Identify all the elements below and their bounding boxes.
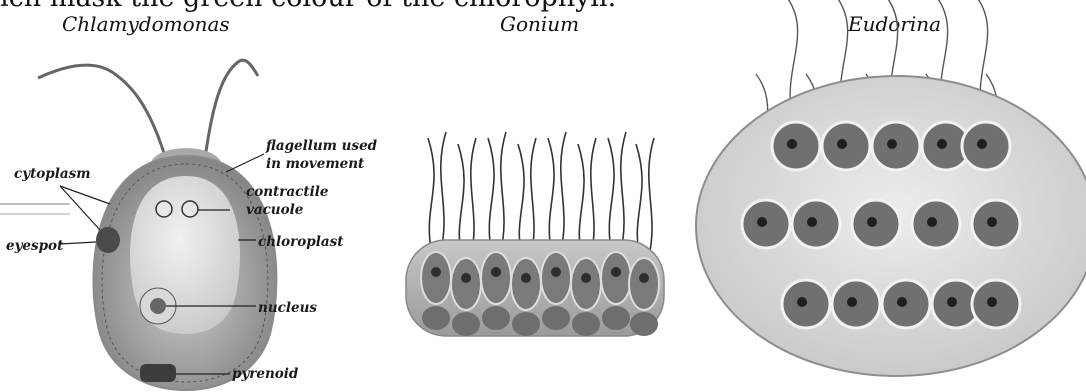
gonium-cell-nucleus [611, 267, 621, 277]
gonium-lower-cell [482, 306, 510, 330]
gonium-flagellum [648, 138, 654, 260]
eudorina-cell-nucleus [837, 139, 847, 149]
gonium-cell-nucleus [431, 267, 441, 277]
eudorina-cell-nucleus [927, 217, 937, 227]
pyrenoid [140, 364, 176, 382]
label-cytoplasm: cytoplasm [14, 166, 91, 182]
eyespot [96, 227, 120, 253]
eudorina-diagram [686, 46, 1086, 392]
gonium-flagellum [620, 132, 626, 254]
gonium-cell [629, 258, 659, 310]
gonium-flagellum [440, 132, 446, 254]
gonium-lower-cell [422, 306, 450, 330]
gonium-lower-cell [572, 312, 600, 336]
eudorina-cell-nucleus [787, 139, 797, 149]
gonium-cell-nucleus [581, 273, 591, 283]
gonium-flagellum [500, 132, 506, 254]
label-nucleus: nucleus [258, 300, 317, 316]
gonium-lower-cell [542, 306, 570, 330]
gonium-flagellum [488, 138, 494, 254]
gonium-flagellum [560, 132, 566, 254]
contractile-vacuole-right [182, 201, 198, 217]
gonium-cell-nucleus [639, 273, 649, 283]
chlamydomonas-diagram: flagellum used in movement cytoplasm con… [0, 44, 375, 392]
gonium-cell-nucleus [521, 273, 531, 283]
gonium-cell [601, 252, 631, 304]
eudorina-cell-nucleus [807, 217, 817, 227]
eudorina-cell-nucleus [977, 139, 987, 149]
eudorina-cell-nucleus [937, 139, 947, 149]
label-contractile-line1: contractile [246, 184, 329, 200]
label-flagellum-line1: flagellum used [265, 138, 378, 154]
gonium-lower-cell [630, 312, 658, 336]
caption-eudorina: Eudorina [848, 12, 941, 36]
eudorina-cell-nucleus [757, 217, 767, 227]
caption-gonium: Gonium [500, 12, 579, 36]
label-chloroplast: chloroplast [258, 234, 344, 250]
gonium-cell-nucleus [491, 267, 501, 277]
gonium-cell-nucleus [551, 267, 561, 277]
flagellum-right [204, 60, 258, 166]
gonium-lower-cell [602, 306, 630, 330]
eudorina-cell-nucleus [847, 297, 857, 307]
gonium-cell [541, 252, 571, 304]
gonium-cell [511, 258, 541, 310]
gonium-cell [571, 258, 601, 310]
contractile-vacuole-left [156, 201, 172, 217]
gonium-diagram [396, 128, 674, 368]
eudorina-cell-nucleus [987, 217, 997, 227]
gonium-flagellum [608, 138, 614, 254]
gonium-cell [481, 252, 511, 304]
gonium-cell [421, 252, 451, 304]
eudorina-cell-nucleus [987, 297, 997, 307]
gonium-flagellum [548, 138, 554, 254]
gonium-cell-nucleus [461, 273, 471, 283]
eudorina-cell-nucleus [897, 297, 907, 307]
label-eyespot: eyespot [6, 238, 64, 254]
eudorina-cell-nucleus [797, 297, 807, 307]
label-contractile-line2: vacuole [246, 202, 304, 218]
caption-chlamydomonas: Chlamydomonas [62, 12, 230, 36]
gonium-lower-cell [512, 312, 540, 336]
label-flagellum-line2: in movement [266, 156, 365, 172]
gonium-cell [451, 258, 481, 310]
eudorina-cell-nucleus [887, 139, 897, 149]
gonium-lower-cell [452, 312, 480, 336]
flagellum-left [38, 65, 168, 166]
eudorina-cell-nucleus [867, 217, 877, 227]
label-pyrenoid: pyrenoid [232, 366, 299, 382]
gonium-flagellum [428, 138, 434, 254]
eudorina-cell-nucleus [947, 297, 957, 307]
